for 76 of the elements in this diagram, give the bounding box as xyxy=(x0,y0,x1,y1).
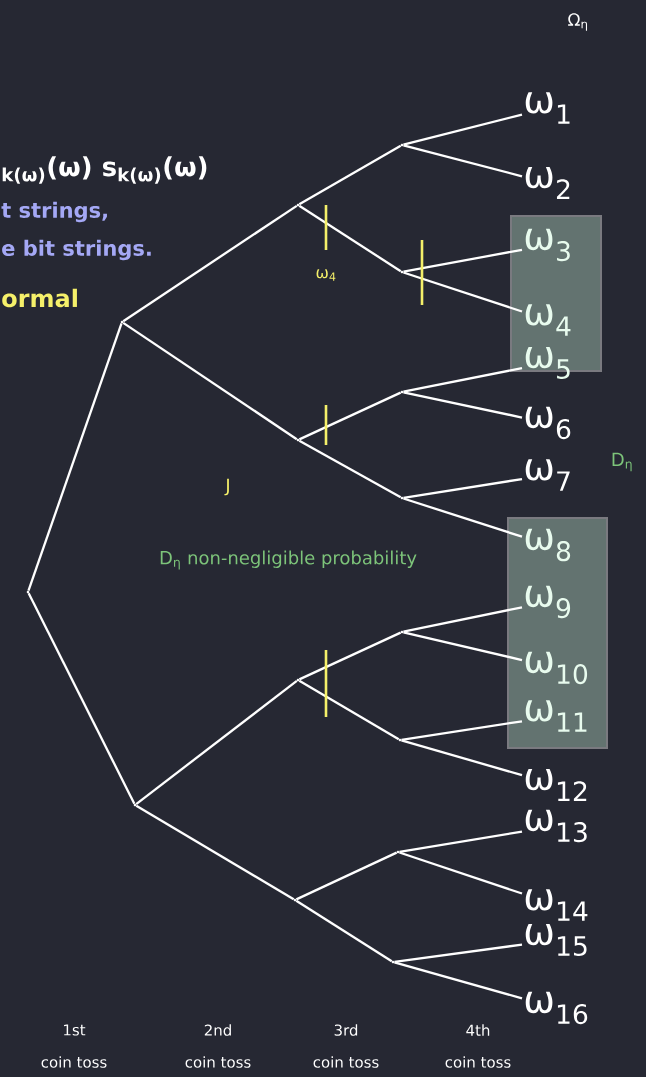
tree-branch xyxy=(403,367,523,393)
branch-point xyxy=(26,590,30,594)
outcome-label: ω$_{6}$ xyxy=(525,406,571,440)
tree-branch xyxy=(298,679,400,741)
outcome-label: ω$_{7}$ xyxy=(525,459,570,491)
tree-branch xyxy=(298,631,402,681)
outcome-label: ω$_{15}$ xyxy=(525,924,587,956)
tree-branch xyxy=(403,248,523,273)
outcome-label: ω$_{2}$ xyxy=(525,167,570,199)
axis-label: 3rd xyxy=(334,1024,358,1036)
branch-point xyxy=(398,738,402,742)
axis-label: 4th xyxy=(466,1024,490,1036)
tree-branch xyxy=(403,497,523,538)
tree-branch xyxy=(135,680,298,805)
outcome-label: ω$_{9}$ xyxy=(525,585,571,619)
set-label: Ω$_{η}$ xyxy=(568,13,587,31)
branch-point xyxy=(296,203,300,207)
set-label: D$_{η}$ xyxy=(612,452,632,472)
outcome-label: ω$_{11}$ xyxy=(525,700,587,732)
tree-branch xyxy=(295,851,398,901)
body-text: ormal xyxy=(2,288,77,308)
tree-branch xyxy=(122,321,298,441)
tree-branch xyxy=(298,439,402,499)
branch-point xyxy=(133,803,137,807)
outcome-label: ω$_{8}$ xyxy=(525,528,571,562)
axis-label: 2nd xyxy=(204,1024,231,1036)
outcome-label: ω$_{10}$ xyxy=(525,651,588,685)
tree-branch xyxy=(401,739,523,777)
branch-point xyxy=(296,678,300,682)
tree-branch xyxy=(298,204,402,273)
axis-label: 1st xyxy=(64,1024,86,1036)
tree-branch xyxy=(403,631,523,662)
branch-point xyxy=(400,270,404,274)
branch-point xyxy=(400,143,404,147)
tree-branch xyxy=(403,113,523,146)
tree-branch xyxy=(27,323,123,591)
outcome-label: ω$_{12}$ xyxy=(525,769,587,801)
tree-branch xyxy=(403,391,523,419)
branch-point xyxy=(400,496,404,500)
branch-point xyxy=(396,850,400,854)
tree-branch xyxy=(401,720,523,741)
tree-branch xyxy=(403,144,523,178)
axis-label: coin toss xyxy=(185,1056,251,1068)
annotation-text: D$_{η}$ non-negligible probability xyxy=(160,550,417,570)
outcome-label: ω$_{13}$ xyxy=(525,809,587,843)
axis-label: coin toss xyxy=(41,1056,107,1068)
tree-branch xyxy=(295,899,393,963)
axis-label: coin toss xyxy=(445,1056,511,1068)
annotation-text: ω$_{4}$ xyxy=(316,269,336,281)
outcome-label: ω$_{14}$ xyxy=(525,889,588,921)
branch-point xyxy=(120,320,124,324)
highlight-box xyxy=(507,517,608,749)
outcome-label: ω$_{3}$ xyxy=(525,228,570,262)
body-text: t strings, xyxy=(1,201,107,223)
branch-point xyxy=(296,438,300,442)
tree-branch xyxy=(394,943,523,963)
branch-point xyxy=(293,898,297,902)
outcome-label: ω$_{16}$ xyxy=(525,991,588,1025)
tree-branch xyxy=(122,204,298,323)
tree-branch xyxy=(298,144,402,206)
outcome-label: ω$_{1}$ xyxy=(525,92,570,124)
branch-point xyxy=(400,630,404,634)
tree-branch xyxy=(135,804,295,901)
tree-branch xyxy=(399,830,523,853)
body-text: e bit strings. xyxy=(2,239,151,261)
branch-point xyxy=(391,960,395,964)
branch-point xyxy=(400,390,404,394)
tree-branch xyxy=(403,477,523,499)
outcome-label: ω$_{4}$ xyxy=(525,304,571,336)
axis-label: coin toss xyxy=(313,1056,379,1068)
annotation-text: J xyxy=(224,478,229,496)
tree-branch xyxy=(27,592,136,805)
formula-text: $_{k(ω)}$(ω) s$_{k(ω)}$(ω) xyxy=(2,156,207,184)
tree-branch xyxy=(298,391,402,441)
tree-branch xyxy=(399,851,523,895)
tree-branch xyxy=(394,961,523,1000)
